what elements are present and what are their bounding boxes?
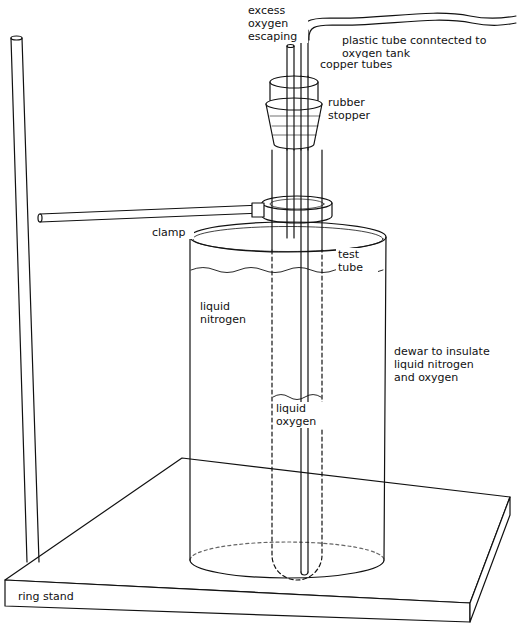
part-label: copper tubes xyxy=(318,58,412,71)
note-label: excess oxygen escaping xyxy=(246,4,308,43)
stand-rod xyxy=(11,36,39,562)
part-label: ring stand xyxy=(16,590,100,603)
part-label: dewar to insulate liquid nitrogen and ox… xyxy=(392,345,496,384)
part-label: clamp xyxy=(150,226,194,239)
dewar xyxy=(190,222,386,578)
substance-label: liquid oxygen xyxy=(274,402,324,428)
part-label: plastic tube conntected to oxygen tank xyxy=(340,34,516,60)
base-plate xyxy=(5,458,510,622)
part-label: test tube xyxy=(336,248,378,274)
clamp xyxy=(38,196,332,223)
substance-label: liquid nitrogen xyxy=(198,300,262,326)
rubber-stopper xyxy=(266,76,322,150)
part-label: rubber stopper xyxy=(326,96,386,122)
